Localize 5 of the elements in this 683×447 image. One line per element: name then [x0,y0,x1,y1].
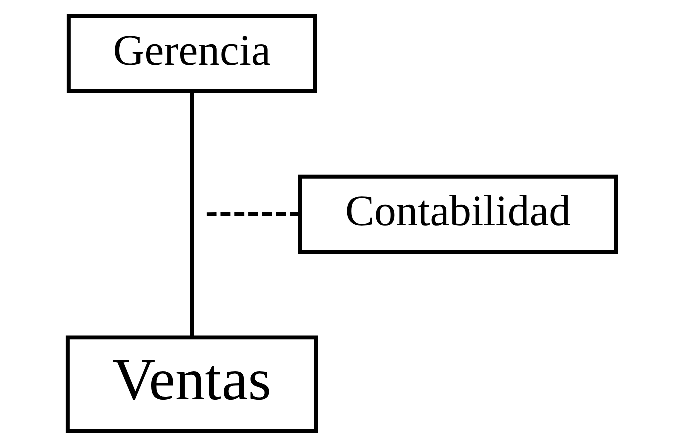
node-box: Gerencia [66,14,317,94]
node-box: Ventas [65,336,318,434]
node-box: Contabilidad [298,174,618,254]
connector [190,92,194,338]
connector [206,212,300,217]
